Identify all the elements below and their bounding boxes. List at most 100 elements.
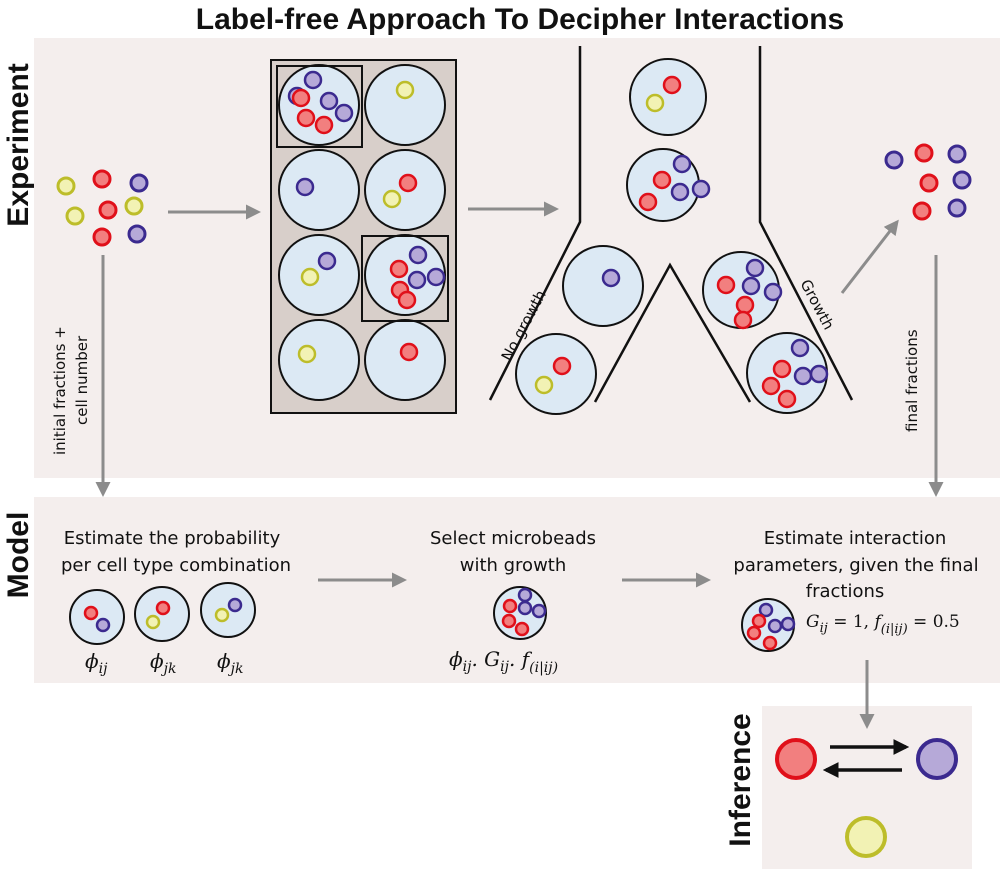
purple-cell — [793, 366, 813, 386]
purple-cell — [426, 267, 446, 287]
yellow-cell — [145, 614, 161, 630]
microbead — [562, 245, 644, 327]
red-cell — [761, 376, 781, 396]
purple-cell — [303, 70, 323, 90]
purple-cell — [601, 268, 621, 288]
purple-cell — [127, 224, 147, 244]
red-cell — [552, 356, 572, 376]
purple-cell — [780, 616, 796, 632]
purple-cell — [947, 144, 967, 164]
final-fractions-label: final fractions — [903, 329, 921, 432]
step3-text-line2: parameters, given the final — [733, 555, 978, 576]
microbead — [278, 319, 360, 401]
red-cell — [296, 108, 316, 128]
purple-cell — [517, 600, 533, 616]
red-cell — [502, 598, 518, 614]
yellow-cell — [297, 344, 317, 364]
experiment-label: Experiment — [2, 63, 35, 226]
highlight-frame-middle — [361, 235, 449, 322]
inference-label: Inference — [724, 713, 757, 846]
microbead — [278, 149, 360, 231]
step2-text-line1: Select microbeads — [430, 528, 596, 549]
red-cell — [919, 173, 939, 193]
microbead — [629, 58, 707, 136]
red-cell — [914, 143, 934, 163]
red-cell — [735, 295, 755, 315]
purple-cell — [95, 617, 111, 633]
highlight-frame-top — [276, 65, 363, 148]
purple-cell — [952, 170, 972, 190]
purple-cell — [741, 276, 761, 296]
purple-cell — [407, 270, 427, 290]
final-cells — [884, 143, 972, 221]
yellow-cell — [56, 176, 76, 196]
purple-cell — [129, 173, 149, 193]
yellow-species-node — [845, 816, 887, 858]
purple-cell — [758, 602, 774, 618]
purple-cell — [790, 338, 810, 358]
yellow-cell — [382, 189, 402, 209]
red-cell — [733, 310, 753, 330]
step1-text-line2: per cell type combination — [61, 555, 291, 576]
purple-cell — [408, 245, 428, 265]
red-cell — [662, 75, 682, 95]
yellow-cell — [395, 80, 415, 100]
purple-cell — [531, 603, 547, 619]
red-cell — [514, 621, 530, 637]
red-cell — [397, 290, 417, 310]
purple-cell — [670, 182, 690, 202]
red-cell — [98, 200, 118, 220]
purple-cell — [691, 179, 711, 199]
step3-text-line3: fractions — [806, 581, 885, 602]
microbead — [515, 333, 597, 415]
purple-cell — [295, 177, 315, 197]
diagram-title: Label-free Approach To Decipher Interact… — [196, 3, 844, 36]
red-cell — [638, 192, 658, 212]
initial-cells — [56, 169, 149, 247]
model-beads — [69, 582, 796, 652]
red-cell — [751, 613, 767, 629]
red-cell — [92, 227, 112, 247]
purple-cell — [227, 597, 243, 613]
purple-cell — [767, 618, 783, 634]
purple-species-node — [916, 738, 958, 780]
red-cell — [155, 600, 171, 616]
red-cell — [716, 275, 736, 295]
red-cell — [912, 201, 932, 221]
arrow-to-final-cells — [840, 219, 899, 294]
red-cell — [762, 635, 778, 651]
red-cell — [399, 342, 419, 362]
purple-cell — [947, 198, 967, 218]
plate-beads — [278, 64, 446, 401]
red-cell — [389, 259, 409, 279]
red-cell — [83, 605, 99, 621]
model-label: Model — [2, 512, 35, 599]
purple-cell — [334, 103, 354, 123]
yellow-cell — [645, 93, 665, 113]
inference-graph — [775, 738, 958, 858]
purple-cell — [745, 258, 765, 278]
sorter-beads — [515, 58, 829, 415]
step3-formula: Gij = 1, f(i|ij) = 0.5 — [806, 612, 960, 637]
red-cell — [746, 625, 762, 641]
yellow-cell — [65, 206, 85, 226]
microbead — [364, 64, 446, 146]
step2-text-line2: with growth — [460, 555, 567, 576]
red-cell — [92, 169, 112, 189]
red-cell — [398, 173, 418, 193]
cell-number-label: cell number — [73, 335, 91, 425]
yellow-cell — [534, 375, 554, 395]
initial-fractions-label: initial fractions + — [51, 326, 69, 455]
purple-cell — [672, 154, 692, 174]
yellow-cell — [124, 196, 144, 216]
purple-cell — [884, 150, 904, 170]
red-cell — [652, 170, 672, 190]
purple-cell — [319, 91, 339, 111]
purple-cell — [317, 251, 337, 271]
purple-cell — [517, 587, 533, 603]
red-cell — [772, 359, 792, 379]
sorter-channel — [488, 46, 854, 403]
red-species-node — [775, 738, 817, 780]
step3-text-line1: Estimate interaction — [764, 528, 947, 549]
